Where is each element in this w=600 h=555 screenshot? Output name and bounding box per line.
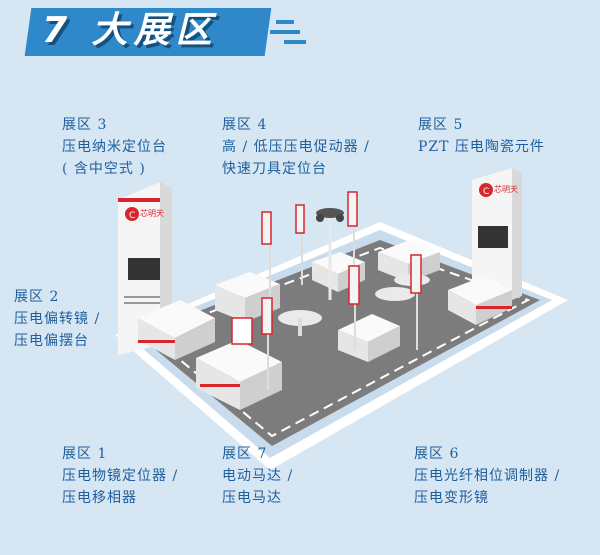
svg-text:芯明天: 芯明天 xyxy=(494,184,518,194)
zone-3-label: 展区 3 压电纳米定位台 ( 含中空式 ) xyxy=(62,117,167,177)
counter-zone-6 xyxy=(448,276,512,325)
zone-7-label: 展区 7 电动马达 / 压电马达 xyxy=(222,446,294,506)
svg-text:C: C xyxy=(129,211,135,221)
right-display-column: C 芯明天 xyxy=(472,168,522,310)
title-decoration xyxy=(270,20,306,50)
lamp-pole xyxy=(316,208,344,300)
banner-flags xyxy=(231,191,422,390)
zone-2-label: 展区 2 压电偏转镜 / 压电偏摆台 xyxy=(14,289,101,349)
zone-4-label: 展区 4 高 / 低压压电促动器 / 快速刀具定位台 xyxy=(222,117,370,177)
left-display-column: C 芯明天 xyxy=(118,182,172,355)
svg-text:C: C xyxy=(483,187,489,197)
counter-zone-2 xyxy=(138,300,215,360)
zone-1-label: 展区 1 压电物镜定位器 / 压电移相器 xyxy=(62,446,179,506)
page-title: 7 大展区 xyxy=(42,10,218,51)
zone-5-label: 展区 5 PZT 压电陶瓷元件 xyxy=(418,117,545,155)
svg-text:芯明天: 芯明天 xyxy=(140,208,164,218)
counter-zone-7 xyxy=(338,314,400,362)
zone-6-label: 展区 6 压电光纤相位调制器 / 压电变形镜 xyxy=(414,446,561,506)
counter-zone-1 xyxy=(196,340,282,410)
